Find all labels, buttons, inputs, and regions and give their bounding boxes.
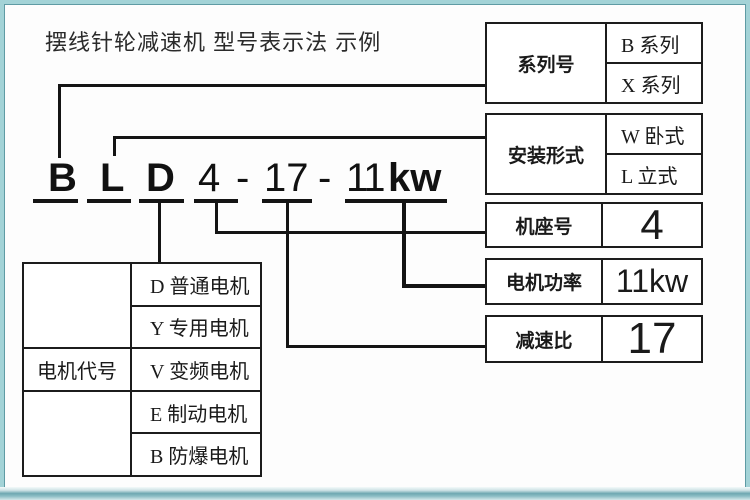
frame-table: 机座号 4 bbox=[485, 201, 703, 248]
underline-series bbox=[33, 199, 78, 203]
mount-table: 安装形式 W 卧式 L 立式 bbox=[485, 113, 703, 195]
mount-option-w: W 卧式 bbox=[621, 125, 685, 148]
frame-label: 机座号 bbox=[487, 204, 603, 246]
connector-series-horizontal bbox=[58, 84, 485, 87]
connector-ratio-horizontal bbox=[286, 345, 485, 348]
connector-series-vertical bbox=[58, 84, 61, 158]
underline-mount bbox=[87, 199, 131, 203]
mount-option-l: L 立式 bbox=[607, 153, 701, 193]
connector-frame-vertical bbox=[215, 203, 218, 234]
model-segment-motor: D bbox=[146, 156, 175, 200]
motor-code-rows: D 普通电机 Y 专用电机 V 变频电机 E 制动电机 B 防爆电机 bbox=[132, 264, 260, 475]
page-title: 摆线针轮减速机 型号表示法 示例 bbox=[45, 30, 382, 55]
underline-frame bbox=[194, 199, 238, 203]
power-value: 11kw bbox=[615, 263, 689, 299]
ratio-value: 17 bbox=[627, 314, 677, 363]
connector-motor-vertical bbox=[158, 203, 161, 262]
connector-power-horizontal bbox=[402, 284, 485, 288]
series-option-b: B 系列 bbox=[621, 34, 680, 57]
mount-label: 安装形式 bbox=[487, 115, 607, 193]
motor-row-v: V 变频电机 bbox=[132, 347, 260, 390]
motor-row-y: Y 专用电机 bbox=[132, 304, 260, 348]
model-segment-power-num: 11 bbox=[346, 156, 386, 200]
model-segment-mount: L bbox=[100, 156, 125, 200]
motor-row-e: E 制动电机 bbox=[132, 389, 260, 433]
motor-code-label: 电机代号 bbox=[24, 349, 130, 393]
model-segment-frame: 4 bbox=[198, 156, 221, 200]
frame-value: 4 bbox=[640, 201, 664, 248]
ratio-label: 减速比 bbox=[487, 317, 603, 361]
power-table: 电机功率 11kw bbox=[485, 258, 703, 305]
connector-ratio-vertical bbox=[286, 203, 289, 348]
underline-ratio bbox=[262, 199, 312, 203]
connector-mount-vertical bbox=[113, 136, 116, 156]
connector-mount-horizontal bbox=[113, 136, 485, 139]
model-separator-2: - bbox=[318, 156, 332, 200]
series-option-x: X 系列 bbox=[607, 62, 701, 102]
power-label: 电机功率 bbox=[487, 260, 603, 303]
ratio-table: 减速比 17 bbox=[485, 314, 703, 363]
model-separator-1: - bbox=[236, 156, 250, 200]
motor-code-table: 电机代号 D 普通电机 Y 专用电机 V 变频电机 E 制动电机 B 防爆电机 bbox=[22, 262, 262, 477]
connector-frame-horizontal bbox=[215, 231, 485, 234]
motor-row-b: B 防爆电机 bbox=[132, 432, 260, 475]
series-label: 系列号 bbox=[487, 24, 607, 102]
underline-motor bbox=[139, 199, 184, 203]
connector-power-vertical bbox=[402, 203, 406, 288]
underline-power bbox=[345, 199, 447, 203]
series-table: 系列号 B 系列 X 系列 bbox=[485, 22, 703, 104]
teal-bottom-band bbox=[0, 487, 750, 500]
motor-code-label-column: 电机代号 bbox=[24, 264, 132, 475]
motor-code-empty-top bbox=[24, 264, 130, 349]
model-segment-power-unit: kw bbox=[388, 156, 442, 200]
model-segment-ratio: 17 bbox=[264, 156, 309, 200]
motor-row-d: D 普通电机 bbox=[150, 275, 250, 298]
motor-code-empty-bottom bbox=[24, 392, 130, 475]
model-segment-series: B bbox=[48, 156, 77, 200]
